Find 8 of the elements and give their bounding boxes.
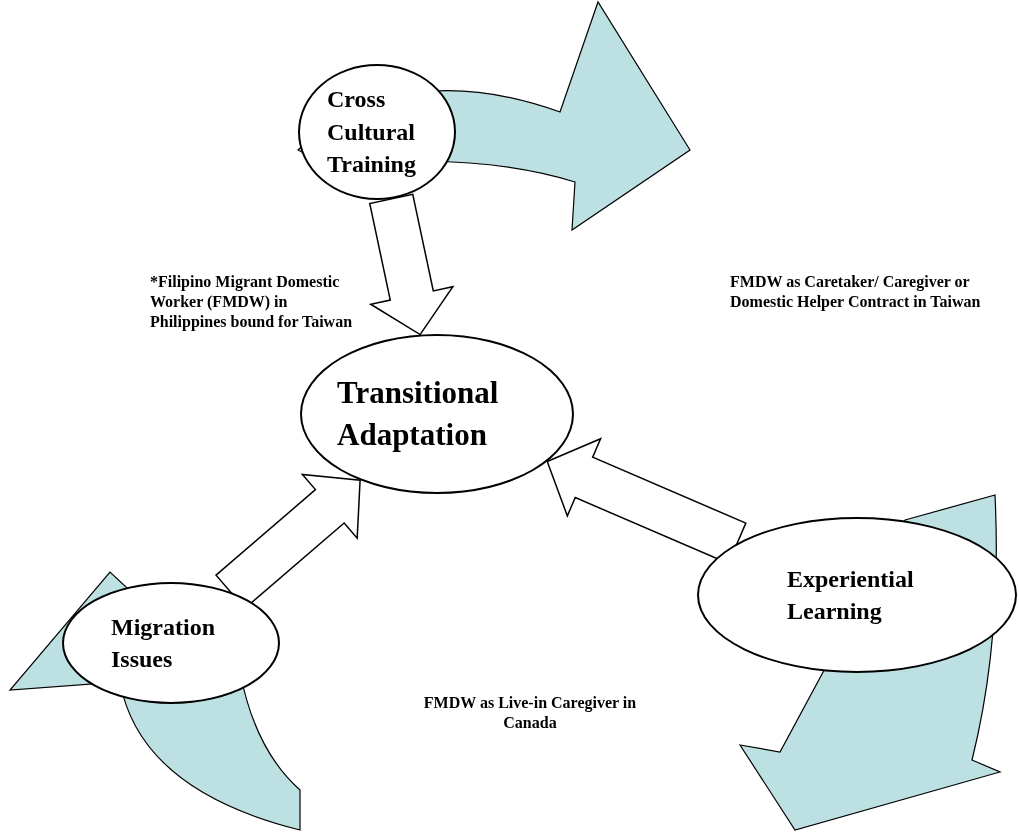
annotation-text: FMDW as Live-in Caregiver in Canada (422, 693, 638, 733)
block-arrow (368, 193, 455, 336)
node-label: Experiential Learning (787, 564, 915, 626)
node-label: Migration Issues (111, 612, 216, 674)
node-label: Cross Cultural Training (327, 85, 417, 180)
annotation-text: *Filipino Migrant Domestic Worker (FMDW) in Philippines bound for Taiwan (150, 272, 354, 332)
node-label: Transitional Adaptation (337, 374, 500, 454)
annotation-text: FMDW as Caretaker/ Caregiver or Domestic Helper Contract in Taiwan (730, 272, 982, 312)
